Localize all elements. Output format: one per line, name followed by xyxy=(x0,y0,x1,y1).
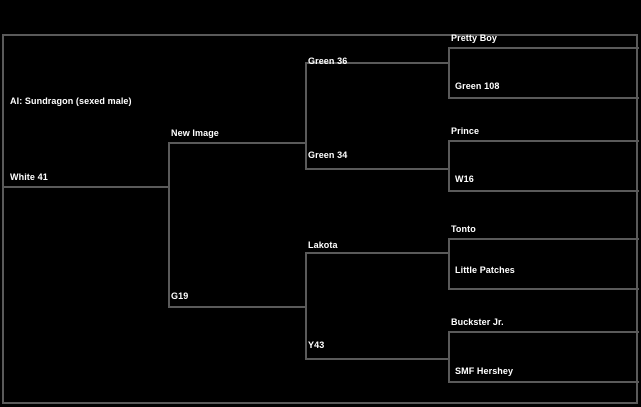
node-label-gen3-sire-sire: Green 36 xyxy=(308,56,348,66)
bracket-line-gen3-y43-arm xyxy=(305,358,448,360)
bracket-line-gen4-prince-arm xyxy=(448,140,639,142)
bracket-line-gen2-connector xyxy=(168,142,170,308)
bracket-line-gen4-w16-arm xyxy=(448,190,639,192)
bracket-line-gen3-green36-arm xyxy=(305,62,448,64)
bracket-line-gen2-dam-arm xyxy=(168,306,305,308)
node-label-gen4-sd-sire: Prince xyxy=(451,126,480,136)
bracket-line-gen3-dam-connector xyxy=(305,252,307,358)
bracket-line-gen1-stem xyxy=(2,186,170,188)
bracket-line-gen3-green34-arm xyxy=(305,168,448,170)
node-label-gen1-sire: AI: Sundragon (sexed male) xyxy=(10,96,132,106)
chart-border xyxy=(2,34,638,404)
node-label-gen4-ds-dam: Little Patches xyxy=(455,265,515,275)
bracket-line-gen4-green108-arm xyxy=(448,97,639,99)
node-label-gen4-sd-dam: W16 xyxy=(455,174,474,184)
bracket-line-gen2-sire-arm xyxy=(168,142,305,144)
bracket-line-gen4-buckster-connector xyxy=(448,331,450,381)
node-label-gen3-dam-dam: Y43 xyxy=(308,340,325,350)
node-label-gen4-ss-sire: Pretty Boy xyxy=(451,33,498,43)
node-label-gen4-dd-dam: SMF Hershey xyxy=(455,366,514,376)
bracket-line-gen3-sire-connector xyxy=(305,62,307,168)
bracket-line-gen4-tonto-arm xyxy=(448,238,639,240)
node-label-gen2-sire: New Image xyxy=(171,128,219,138)
bracket-line-gen4-prettyboy-arm xyxy=(448,47,639,49)
node-label-gen4-ss-dam: Green 108 xyxy=(455,81,500,91)
node-label-gen4-ds-sire: Tonto xyxy=(451,224,476,234)
bracket-line-gen4-tonto-connector xyxy=(448,238,450,288)
node-label-gen2-dam: G19 xyxy=(171,291,189,301)
bracket-line-gen4-buckster-arm xyxy=(448,331,639,333)
bracket-line-gen4-smfhershey-arm xyxy=(448,381,639,383)
node-label-gen3-sire-dam: Green 34 xyxy=(308,150,348,160)
bracket-line-gen4-littlepatches-arm xyxy=(448,288,639,290)
bracket-line-gen3-lakota-arm xyxy=(305,252,448,254)
node-label-gen3-dam-sire: Lakota xyxy=(308,240,338,250)
node-label-gen4-dd-sire: Buckster Jr. xyxy=(451,317,504,327)
node-label-gen1-dam: White 41 xyxy=(10,172,48,182)
bracket-line-gen4-prettyboy-connector xyxy=(448,47,450,97)
bracket-line-gen4-prince-connector xyxy=(448,140,450,190)
